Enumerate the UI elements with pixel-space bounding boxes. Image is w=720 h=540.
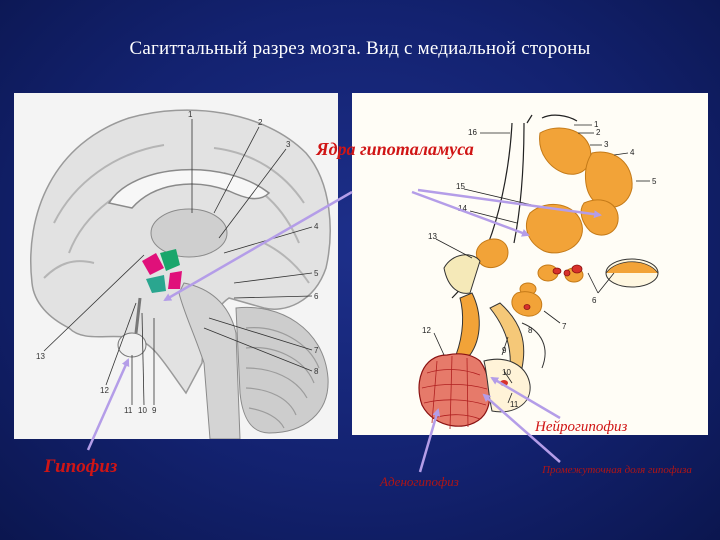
number-3: 3 — [286, 140, 291, 149]
number-r-13: 13 — [428, 232, 437, 241]
label-hypophysis: Гипофиз — [44, 456, 118, 477]
hypothalamic-nuclei — [475, 127, 633, 317]
label-neurohypophysis: Нейрогипофиз — [535, 419, 628, 435]
hypothalamus-nucleus-pink-2 — [168, 271, 182, 289]
number-r-15: 15 — [456, 182, 465, 191]
number-r-7: 7 — [562, 322, 567, 331]
figure-numbers-right: 1 2 3 4 5 6 7 8 9 10 11 12 13 14 15 16 — [422, 120, 657, 409]
number-r-4: 4 — [630, 148, 635, 157]
number-r-2: 2 — [596, 128, 601, 137]
label-intermediate-lobe: Промежуточная доля гипофиза — [542, 464, 692, 476]
number-r-9: 9 — [502, 346, 507, 355]
number-1: 1 — [188, 110, 193, 119]
slide-title: Сагиттальный разрез мозга. Вид с медиаль… — [129, 38, 591, 59]
label-adenohypophysis: Аденогипофиз — [380, 474, 459, 489]
number-7: 7 — [314, 346, 319, 355]
thalamus — [150, 208, 228, 258]
cerebellum — [235, 306, 329, 434]
sagittal-brain-figure: 1 2 3 4 5 6 7 8 9 10 11 12 13 — [14, 93, 338, 439]
number-10: 10 — [138, 406, 147, 415]
cerebellum-folia — [245, 327, 320, 429]
adenohypophysis — [418, 353, 491, 427]
number-r-12: 12 — [422, 326, 431, 335]
number-r-3: 3 — [604, 140, 609, 149]
number-r-11: 11 — [510, 400, 519, 409]
number-r-8: 8 — [528, 326, 533, 335]
number-12: 12 — [100, 386, 109, 395]
number-r-10: 10 — [502, 368, 511, 377]
number-9: 9 — [152, 406, 157, 415]
number-2: 2 — [258, 118, 263, 127]
number-4: 4 — [314, 222, 319, 231]
pituitary-gland — [117, 332, 147, 358]
stalk-outline — [521, 322, 546, 369]
number-r-6: 6 — [592, 296, 597, 305]
infundibulum — [455, 292, 480, 356]
mammillary-nucleus — [605, 261, 659, 274]
number-r-5: 5 — [652, 177, 657, 186]
number-r-16: 16 — [468, 128, 477, 137]
number-r-1: 1 — [594, 120, 599, 129]
number-13: 13 — [36, 352, 45, 361]
number-8: 8 — [314, 367, 319, 376]
hypothalamus-nucleus-teal — [146, 275, 166, 293]
neurohypophysis-spot — [500, 380, 508, 386]
optic-chiasm — [443, 254, 481, 294]
hypothalamus-nucleus-pink — [142, 253, 164, 275]
pituitary-stalk — [134, 297, 142, 334]
number-r-14: 14 — [458, 204, 467, 213]
number-11: 11 — [124, 406, 133, 415]
red-nuclei — [523, 264, 583, 310]
label-hypothalamus-nuclei: Ядра гипоталамуса — [316, 139, 474, 159]
number-6: 6 — [314, 292, 319, 301]
sagittal-brain-drawing: 1 2 3 4 5 6 7 8 9 10 11 12 13 — [30, 109, 331, 439]
number-5: 5 — [314, 269, 319, 278]
